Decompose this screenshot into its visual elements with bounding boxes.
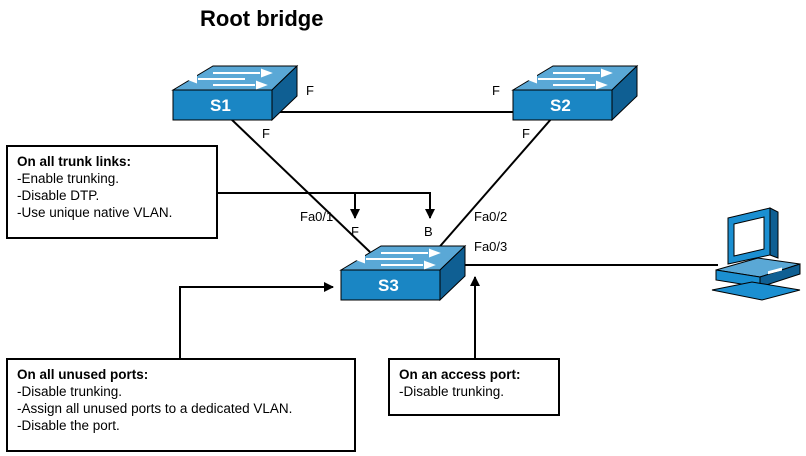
switch-arrows-icon [525,68,613,90]
switch-arrows-icon [353,248,441,270]
unused-ports-item: -Assign all unused ports to a dedicated … [17,401,293,416]
port-state-s2-down: F [522,126,530,141]
trunk-arrow-connector [218,192,435,219]
switch-s2[interactable] [511,64,639,122]
trunk-links-heading: On all trunk links: [17,154,132,169]
link-s1-s3 [229,117,371,253]
switch-s2-label: S2 [550,96,571,115]
unused-ports-arrow [179,282,334,358]
trunk-links-callout: On all trunk links: -Enable trunking. -D… [6,145,218,239]
switch-s1[interactable] [171,64,299,122]
access-port-callout: On an access port: -Disable trunking. [388,358,560,416]
unused-ports-callout: On all unused ports: -Disable trunking. … [6,358,356,452]
port-state-s3-fa02: B [424,224,433,239]
link-s2-s3 [434,117,553,253]
port-state-s2-to-s1: F [492,83,500,98]
diagram-title: Root bridge [200,6,324,31]
unused-ports-heading: On all unused ports: [17,367,149,382]
switch-s3[interactable] [339,244,467,302]
port-state-s1-down: F [262,126,270,141]
trunk-links-item: -Disable DTP. [17,188,100,203]
pc-icon[interactable] [711,207,801,301]
switch-arrows-icon [185,68,273,90]
access-port-heading: On an access port: [399,367,521,382]
port-state-s3-fa01: F [351,224,359,239]
trunk-links-item: -Use unique native VLAN. [17,205,173,220]
port-fa01-label: Fa0/1 [300,209,334,224]
port-fa03-label: Fa0/3 [474,239,508,254]
trunk-links-item: -Enable trunking. [17,171,120,186]
unused-ports-item: -Disable trunking. [17,384,123,399]
switch-s3-label: S3 [378,276,399,295]
unused-ports-item: -Disable the port. [17,418,120,433]
access-port-item: -Disable trunking. [399,384,505,399]
port-state-s1-to-s2: F [306,83,314,98]
switch-s1-label: S1 [210,96,231,115]
port-fa02-label: Fa0/2 [474,209,508,224]
